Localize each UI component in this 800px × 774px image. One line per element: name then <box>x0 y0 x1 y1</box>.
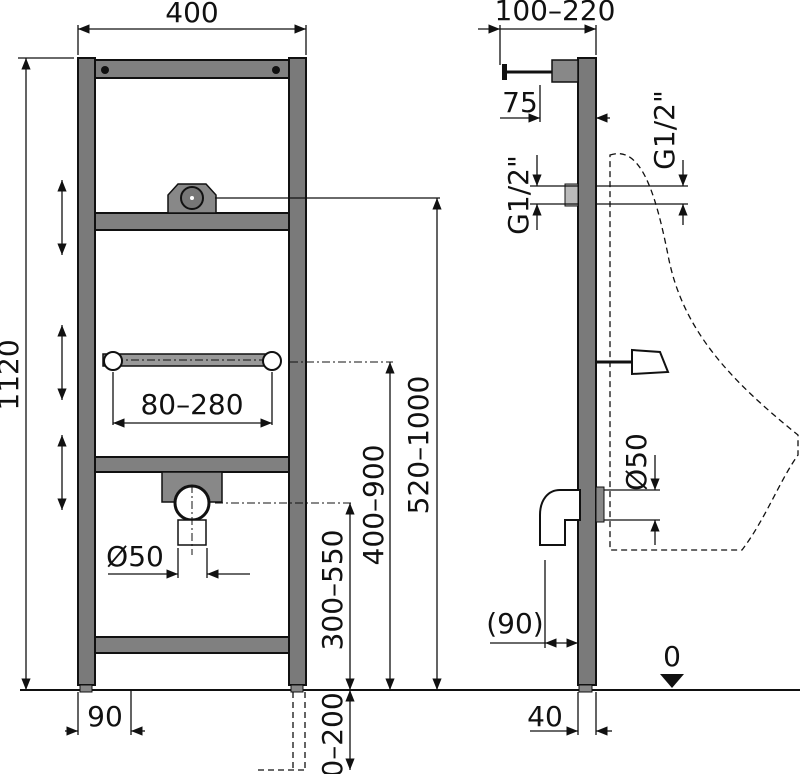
dim-offset: 75 <box>502 86 538 119</box>
flush-fitting <box>631 348 670 376</box>
side-inlet-fitting <box>564 183 579 207</box>
floor-level-label: 0 <box>663 640 681 673</box>
dim-inlet-depth: 100–220 <box>495 0 616 27</box>
side-view-frame <box>502 57 799 693</box>
dim-width: 400 <box>165 0 218 29</box>
right-post <box>288 57 307 686</box>
dim-frame-depth: 40 <box>527 700 563 733</box>
dim-drain-height: 300–550 <box>316 530 349 651</box>
front-view-frame <box>77 57 307 693</box>
dim-side-drain-diameter: Ø50 <box>620 433 653 491</box>
side-dimensions: 100–220 75 G1/2" G1/2" Ø50 (90) 40 0 <box>478 0 688 736</box>
inlet-bar <box>94 212 290 231</box>
drain-bar <box>94 456 290 473</box>
floor-level-marker <box>660 674 684 688</box>
dim-thread-right: G1/2" <box>648 90 681 170</box>
front-dimensions: 400 1120 520–1000 80–280 400–900 300–550… <box>0 0 442 774</box>
top-bar <box>94 59 290 79</box>
dim-drain-diameter: Ø50 <box>106 540 164 573</box>
dim-elbow-offset: (90) <box>486 607 543 640</box>
urinal-outline <box>609 153 799 551</box>
dim-rail-height: 400–900 <box>357 445 390 566</box>
dim-height: 1120 <box>0 339 25 410</box>
dim-rail-spacing: 80–280 <box>140 388 243 421</box>
dim-foot-extension: 0–200 <box>316 692 349 774</box>
dim-inlet-height: 520–1000 <box>402 376 435 515</box>
dim-thread-left: G1/2" <box>502 155 535 235</box>
drain-elbow <box>539 489 581 546</box>
bottom-bar <box>94 636 290 654</box>
left-post <box>77 57 96 686</box>
inlet-bracket <box>551 59 579 83</box>
side-post <box>577 57 597 686</box>
dim-foot-depth: 90 <box>87 700 123 733</box>
